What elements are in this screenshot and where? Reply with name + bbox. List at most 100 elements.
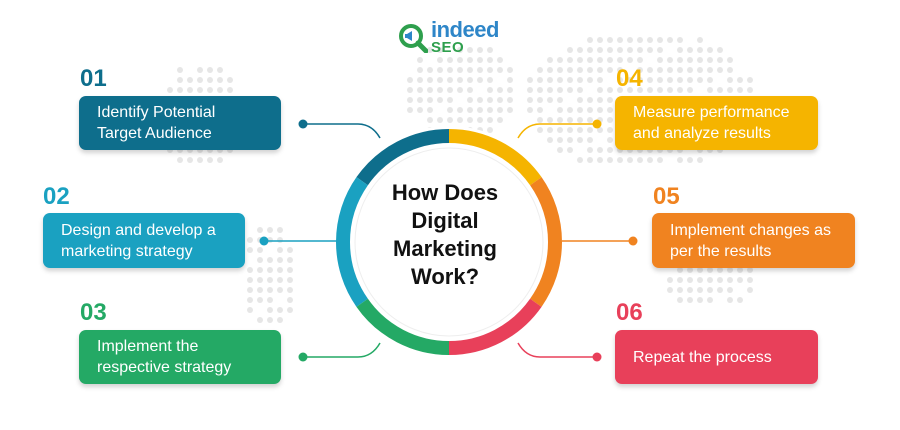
map-dot xyxy=(727,57,733,63)
map-dot xyxy=(747,287,753,293)
map-dot xyxy=(687,297,693,303)
map-dot xyxy=(687,67,693,73)
map-dot xyxy=(437,117,443,123)
map-dot xyxy=(427,117,433,123)
map-dot xyxy=(547,97,553,103)
map-dot xyxy=(667,67,673,73)
map-dot xyxy=(177,87,183,93)
map-dot xyxy=(267,277,273,283)
map-dot xyxy=(467,107,473,113)
map-dot xyxy=(707,267,713,273)
map-dot xyxy=(647,47,653,53)
connector-dot-4 xyxy=(592,119,602,129)
connector-dot-2 xyxy=(259,236,269,246)
ring-segment-6 xyxy=(448,298,542,355)
map-dot xyxy=(507,67,513,73)
map-dot xyxy=(597,67,603,73)
map-dot xyxy=(687,77,693,83)
map-dot xyxy=(247,237,253,243)
map-dot xyxy=(687,287,693,293)
map-dot xyxy=(667,287,673,293)
map-dot xyxy=(687,267,693,273)
map-dot xyxy=(267,257,273,263)
map-dot xyxy=(657,57,663,63)
map-dot xyxy=(257,297,263,303)
ring-segment-2 xyxy=(336,177,368,307)
step-4-card: Measure performance and analyze results xyxy=(615,96,818,150)
step-6-number: 06 xyxy=(616,299,643,326)
map-dot xyxy=(557,107,563,113)
map-dot xyxy=(587,37,593,43)
map-dot xyxy=(687,57,693,63)
map-dot xyxy=(217,77,223,83)
map-dot xyxy=(457,47,463,53)
map-dot xyxy=(697,57,703,63)
map-dot xyxy=(457,87,463,93)
map-dot xyxy=(587,127,593,133)
map-dot xyxy=(257,247,263,253)
map-dot xyxy=(467,87,473,93)
map-dot xyxy=(497,107,503,113)
map-dot xyxy=(537,107,543,113)
map-dot xyxy=(287,297,293,303)
map-dot xyxy=(487,57,493,63)
map-dot xyxy=(677,277,683,283)
map-dot xyxy=(567,127,573,133)
map-dot xyxy=(287,257,293,263)
step-2-number: 02 xyxy=(43,183,70,210)
connector-dot-5 xyxy=(628,236,638,246)
map-dot xyxy=(487,67,493,73)
map-dot xyxy=(657,67,663,73)
map-dot xyxy=(427,97,433,103)
map-dot xyxy=(287,277,293,283)
map-dot xyxy=(447,117,453,123)
map-dot xyxy=(507,87,513,93)
map-dot xyxy=(677,157,683,163)
step-3-text: Implement the respective strategy xyxy=(97,338,232,376)
step-1-text: Identify Potential Target Audience xyxy=(97,104,216,142)
map-dot xyxy=(547,57,553,63)
map-dot xyxy=(587,147,593,153)
map-dot xyxy=(597,57,603,63)
map-dot xyxy=(647,67,653,73)
map-dot xyxy=(597,107,603,113)
map-dot xyxy=(567,137,573,143)
map-dot xyxy=(287,307,293,313)
map-dot xyxy=(587,157,593,163)
map-dot xyxy=(207,67,213,73)
map-dot xyxy=(197,87,203,93)
map-dot xyxy=(597,127,603,133)
map-dot xyxy=(267,307,273,313)
map-dot xyxy=(537,87,543,93)
map-dot xyxy=(727,277,733,283)
map-dot xyxy=(457,57,463,63)
map-dot xyxy=(417,107,423,113)
map-dot xyxy=(737,267,743,273)
map-dot xyxy=(577,77,583,83)
map-dot xyxy=(267,267,273,273)
map-dot xyxy=(247,297,253,303)
map-dot xyxy=(577,47,583,53)
map-dot xyxy=(717,67,723,73)
map-dot xyxy=(577,127,583,133)
map-dot xyxy=(707,57,713,63)
map-dot xyxy=(707,277,713,283)
map-dot xyxy=(207,157,213,163)
map-dot xyxy=(737,77,743,83)
map-dot xyxy=(687,277,693,283)
connector-line-4 xyxy=(517,123,597,139)
step-5-number: 05 xyxy=(653,183,680,210)
map-dot xyxy=(747,77,753,83)
map-dot xyxy=(747,277,753,283)
map-dot xyxy=(287,267,293,273)
map-dot xyxy=(477,97,483,103)
map-dot xyxy=(527,107,533,113)
map-dot xyxy=(627,77,633,83)
map-dot xyxy=(697,67,703,73)
map-dot xyxy=(617,67,623,73)
map-dot xyxy=(577,157,583,163)
map-dot xyxy=(627,157,633,163)
map-dot xyxy=(617,57,623,63)
map-dot xyxy=(407,77,413,83)
map-dot xyxy=(587,57,593,63)
